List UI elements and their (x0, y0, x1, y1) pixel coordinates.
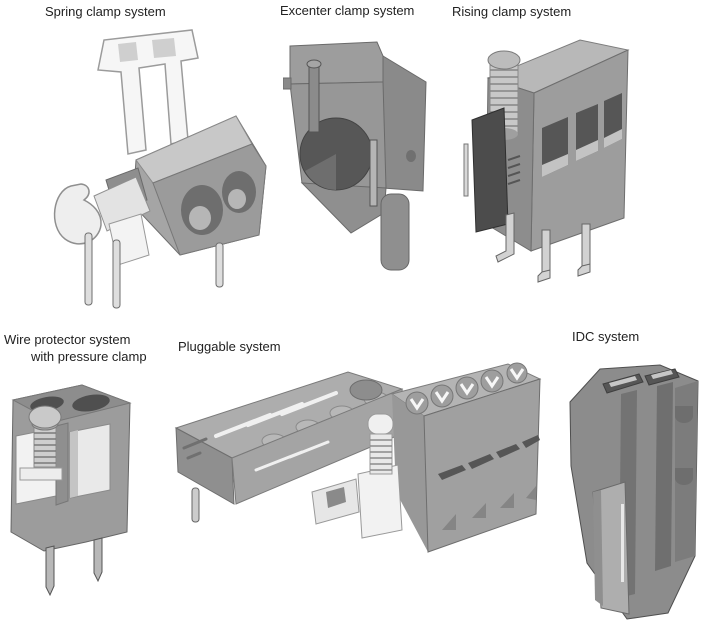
rising-clamp-illustration (463, 39, 630, 283)
idc-top-slots (602, 368, 680, 394)
label-spring-clamp: Spring clamp system (45, 4, 166, 19)
label-pluggable: Pluggable system (178, 339, 281, 354)
pluggable-illustration (174, 362, 542, 553)
rising-clamp-windows (542, 93, 622, 177)
label-wire-protector-line1: Wire protector system (4, 332, 131, 347)
rising-clamp-pins (495, 212, 591, 283)
excenter-rod (306, 59, 378, 207)
pluggable-header (174, 371, 407, 523)
label-rising-clamp: Rising clamp system (452, 4, 572, 19)
spring-clamp-pins (84, 232, 224, 309)
idc-body (569, 364, 699, 620)
label-idc: IDC system (572, 329, 640, 344)
wire-protector-pins (45, 537, 103, 597)
label-excenter-clamp: Excenter clamp system (280, 3, 415, 18)
excenter-clamp-illustration (283, 41, 427, 271)
spring-clamp-wire-clamp (53, 176, 151, 266)
label-wire-protector-line2: with pressure clamp (31, 349, 147, 364)
idc-illustration (569, 364, 699, 620)
wire-protector-illustration (10, 384, 132, 597)
idc-front-tine (592, 481, 630, 615)
pluggable-screw-heads (405, 362, 528, 415)
excenter-cam (299, 117, 373, 191)
wire-protector-screw (19, 405, 63, 481)
spring-clamp-illustration (53, 29, 267, 309)
pluggable-wire-slots (438, 435, 540, 530)
pluggable-screw-clamp (311, 413, 403, 539)
wire-protector-cutaway (15, 422, 111, 506)
spring-clamp-lever (97, 29, 199, 155)
pluggable-plug (390, 362, 542, 553)
